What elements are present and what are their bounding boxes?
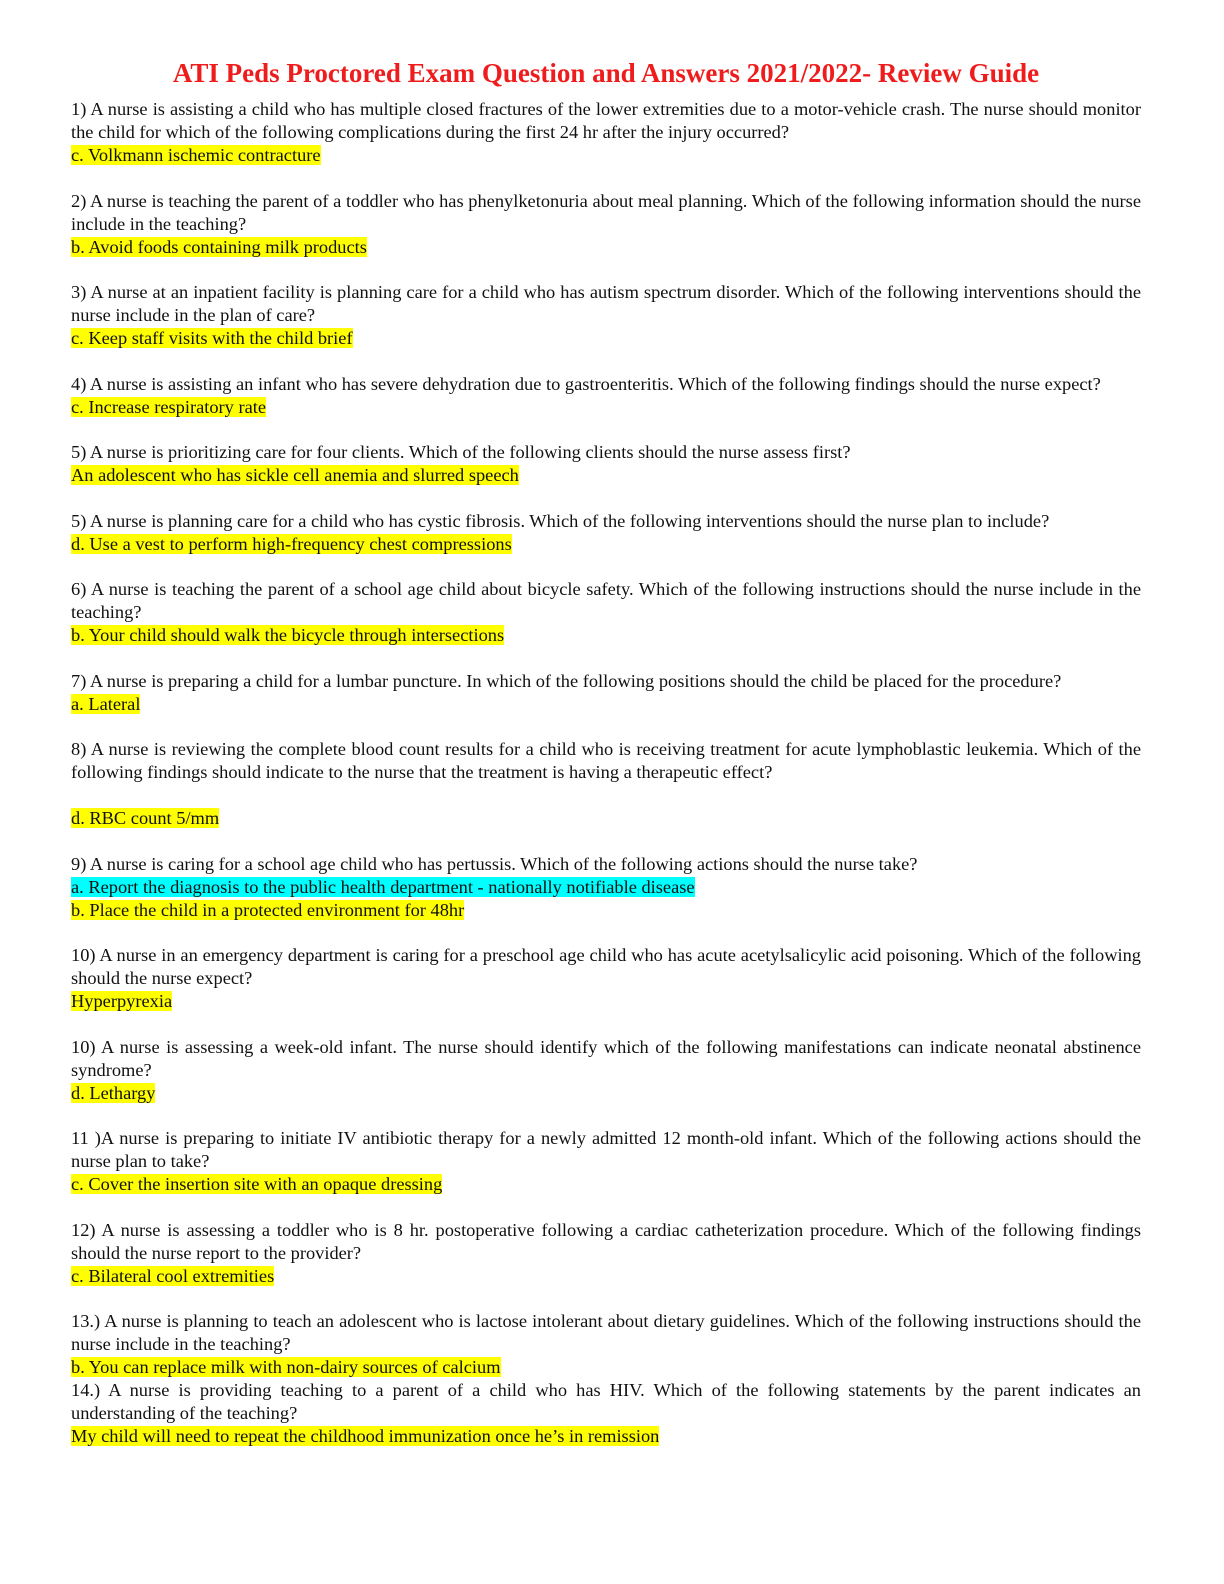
question-item: 12) A nurse is assessing a toddler who i…	[71, 1219, 1141, 1288]
question-text: 6) A nurse is teaching the parent of a s…	[71, 579, 1141, 622]
question-item: 9) A nurse is caring for a school age ch…	[71, 853, 1141, 922]
question-text: 10) A nurse is assessing a week-old infa…	[71, 1036, 1141, 1080]
highlighted-answer: b. You can replace milk with non-dairy s…	[71, 1357, 501, 1377]
question-item: 3) A nurse at an inpatient facility is p…	[71, 281, 1141, 350]
highlighted-answer: b. Your child should walk the bicycle th…	[71, 625, 505, 645]
answer-line: b. Your child should walk the bicycle th…	[71, 624, 1141, 647]
item-spacer	[71, 716, 1141, 739]
answer-line: c. Increase respiratory rate	[71, 396, 1141, 419]
question-item: 10) A nurse in an emergency department i…	[71, 944, 1141, 1013]
question-text: 5) A nurse is planning care for a child …	[71, 510, 1050, 531]
highlighted-answer: d. RBC count 5/mm	[71, 808, 220, 828]
question-text: 7) A nurse is preparing a child for a lu…	[71, 670, 1062, 691]
highlighted-answer: My child will need to repeat the childho…	[71, 1426, 660, 1446]
question-text: 8) A nurse is reviewing the complete blo…	[71, 739, 1141, 782]
question-text: 12) A nurse is assessing a toddler who i…	[71, 1219, 1141, 1263]
question-item: 8) A nurse is reviewing the complete blo…	[71, 738, 1141, 830]
highlighted-answer: c. Volkmann ischemic contracture	[71, 145, 321, 165]
question-item: 14.) A nurse is providing teaching to a …	[71, 1379, 1141, 1448]
question-item: 2) A nurse is teaching the parent of a t…	[71, 190, 1141, 259]
answer-line: My child will need to repeat the childho…	[71, 1425, 1141, 1448]
item-spacer	[71, 487, 1141, 510]
item-spacer	[71, 419, 1141, 442]
question-item: 7) A nurse is preparing a child for a lu…	[71, 670, 1141, 716]
question-text: 10) A nurse in an emergency department i…	[71, 945, 1141, 988]
question-text: 14.) A nurse is providing teaching to a …	[71, 1380, 1141, 1423]
question-item: 13.) A nurse is planning to teach an ado…	[71, 1310, 1141, 1379]
answer-line: d. Lethargy	[71, 1082, 1141, 1105]
answer-line: c. Volkmann ischemic contracture	[71, 144, 1141, 167]
question-text: 2) A nurse is teaching the parent of a t…	[71, 190, 1141, 234]
document-title: ATI Peds Proctored Exam Question and Ans…	[172, 58, 1040, 88]
answer-line: a. Report the diagnosis to the public he…	[71, 876, 1141, 899]
question-text: 4) A nurse is assisting an infant who ha…	[71, 373, 1101, 394]
item-spacer	[71, 167, 1141, 190]
question-text: 13.) A nurse is planning to teach an ado…	[71, 1311, 1141, 1354]
answer-line: An adolescent who has sickle cell anemia…	[71, 464, 1141, 487]
item-spacer	[71, 1105, 1141, 1128]
question-item: 6) A nurse is teaching the parent of a s…	[71, 578, 1141, 647]
answer-line: c. Bilateral cool extremities	[71, 1265, 1141, 1288]
item-spacer	[71, 1013, 1141, 1036]
answer-line: c. Keep staff visits with the child brie…	[71, 327, 1141, 350]
highlighted-answer: Hyperpyrexia	[71, 991, 173, 1011]
question-item: 4) A nurse is assisting an infant who ha…	[71, 373, 1141, 419]
answer-line: Hyperpyrexia	[71, 990, 1141, 1013]
blank-line	[71, 784, 1141, 807]
item-spacer	[71, 830, 1141, 853]
highlighted-answer: c. Keep staff visits with the child brie…	[71, 328, 353, 348]
highlighted-answer: b. Place the child in a protected enviro…	[71, 899, 465, 920]
highlighted-answer: d. Use a vest to perform high-frequency …	[71, 533, 512, 554]
highlighted-answer: d. Lethargy	[71, 1082, 156, 1103]
question-list: 1) A nurse is assisting a child who has …	[71, 98, 1141, 1448]
question-item: 5) A nurse is prioritizing care for four…	[71, 441, 1141, 487]
question-item: 1) A nurse is assisting a child who has …	[71, 98, 1141, 167]
highlighted-answer: a. Report the diagnosis to the public he…	[71, 876, 695, 897]
answer-line: d. Use a vest to perform high-frequency …	[71, 533, 1141, 556]
question-item: 5) A nurse is planning care for a child …	[71, 510, 1141, 556]
item-spacer	[71, 647, 1141, 670]
item-spacer	[71, 556, 1141, 579]
question-text: 3) A nurse at an inpatient facility is p…	[71, 282, 1141, 325]
document-page: ATI Peds Proctored Exam Question and Ans…	[71, 56, 1141, 1448]
highlighted-answer: c. Bilateral cool extremities	[71, 1265, 275, 1286]
answer-line: b. You can replace milk with non-dairy s…	[71, 1356, 1141, 1379]
answer-line: b. Avoid foods containing milk products	[71, 236, 1141, 259]
question-text: 5) A nurse is prioritizing care for four…	[71, 442, 851, 462]
highlighted-answer: c. Increase respiratory rate	[71, 396, 267, 417]
highlighted-answer: An adolescent who has sickle cell anemia…	[71, 465, 519, 485]
answer-line: c. Cover the insertion site with an opaq…	[71, 1173, 1141, 1196]
question-text: 11 )A nurse is preparing to initiate IV …	[71, 1128, 1141, 1171]
item-spacer	[71, 1196, 1141, 1219]
item-spacer	[71, 350, 1141, 373]
answer-line: d. RBC count 5/mm	[71, 807, 1141, 830]
question-item: 10) A nurse is assessing a week-old infa…	[71, 1036, 1141, 1105]
answer-line: b. Place the child in a protected enviro…	[71, 899, 1141, 922]
question-item: 11 )A nurse is preparing to initiate IV …	[71, 1127, 1141, 1196]
highlighted-answer: c. Cover the insertion site with an opaq…	[71, 1174, 443, 1194]
question-text: 9) A nurse is caring for a school age ch…	[71, 853, 918, 874]
highlighted-answer: a. Lateral	[71, 693, 141, 714]
question-text: 1) A nurse is assisting a child who has …	[71, 99, 1141, 142]
item-spacer	[71, 922, 1141, 945]
item-spacer	[71, 259, 1141, 282]
answer-line: a. Lateral	[71, 693, 1141, 716]
item-spacer	[71, 1288, 1141, 1311]
highlighted-answer: b. Avoid foods containing milk products	[71, 236, 367, 257]
